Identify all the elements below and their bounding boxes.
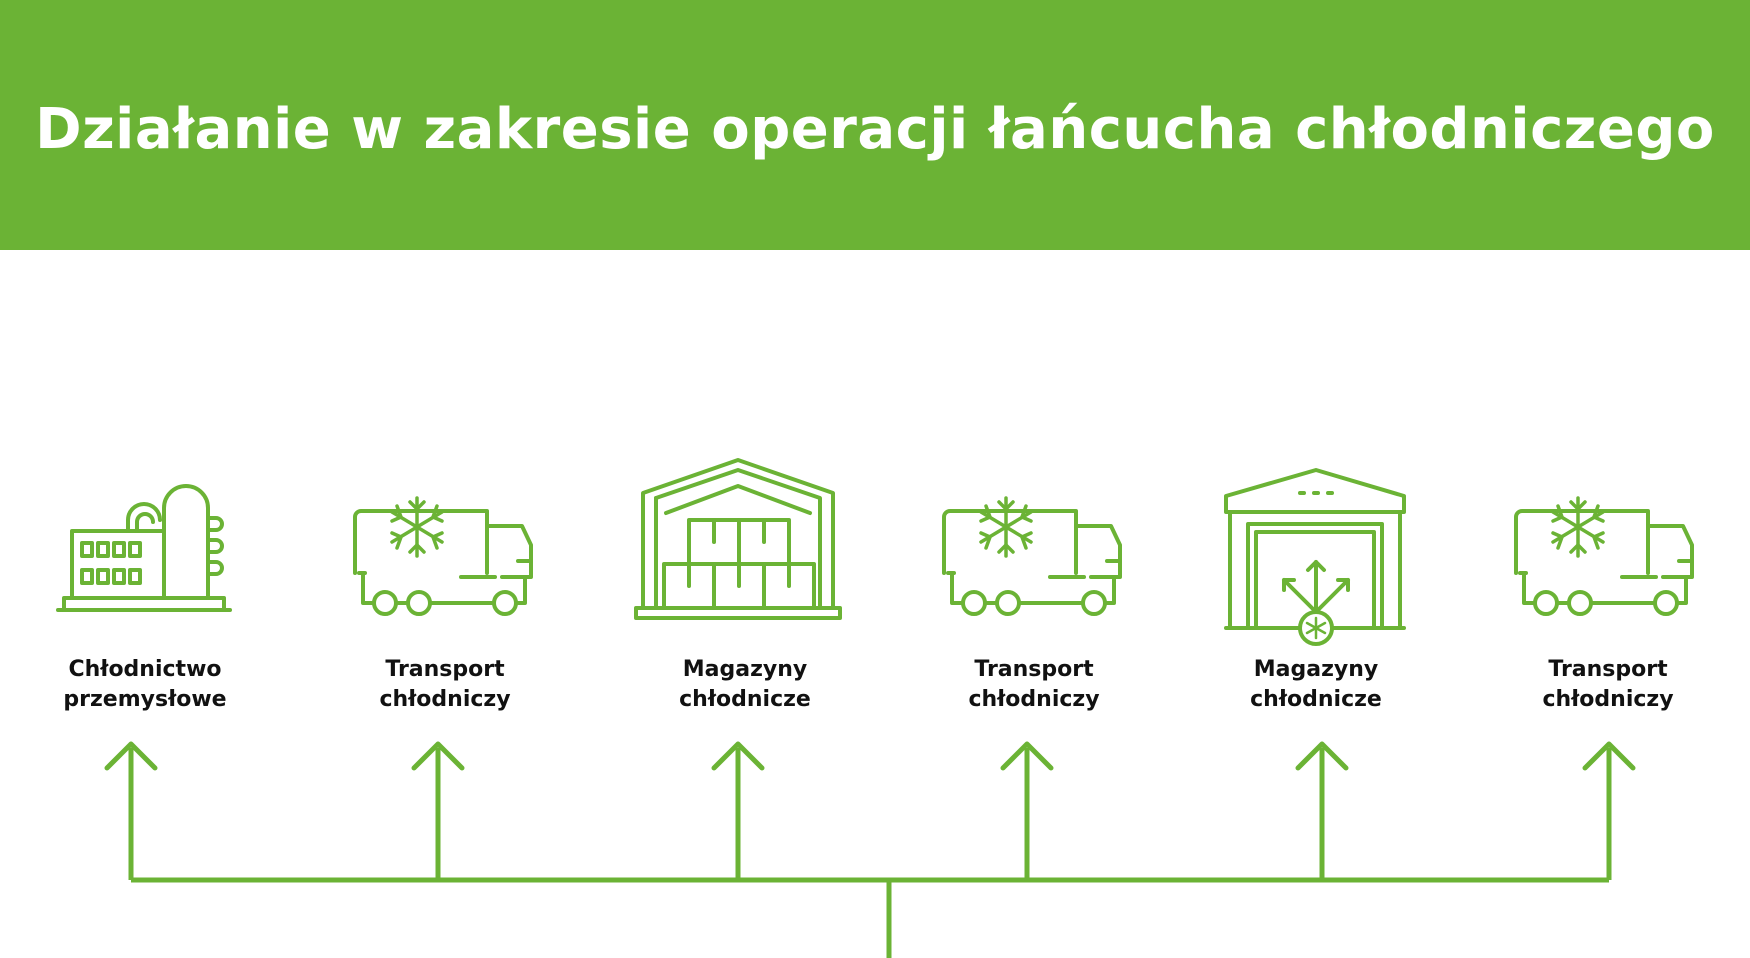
stage-label-line1: Magazyny: [1253, 657, 1379, 682]
stage-label-line1: Transport: [1548, 657, 1668, 682]
stage-label-2: Transport chłodniczy: [315, 655, 575, 715]
stage-label-line1: Chłodnictwo: [68, 657, 222, 682]
up-arrow-4: [1000, 741, 1054, 880]
stage-label-line2: przemysłowe: [63, 687, 227, 712]
stage-label-6: Transport chłodniczy: [1478, 655, 1738, 715]
industrial-plant-icon: [56, 484, 232, 612]
up-arrow-2: [411, 741, 465, 880]
refrigerated-truck-icon: [942, 496, 1122, 616]
stage-label-line1: Magazyny: [682, 657, 808, 682]
header-banner: Działanie w zakresie operacji łańcucha c…: [0, 0, 1750, 250]
up-arrow-5: [1295, 741, 1349, 880]
stage-label-line1: Transport: [974, 657, 1094, 682]
stage-label-line2: chłodniczy: [1542, 687, 1674, 712]
stage-label-line2: chłodnicze: [679, 687, 811, 712]
stage-label-line2: chłodnicze: [1250, 687, 1382, 712]
up-arrow-3: [711, 741, 765, 880]
stage-label-4: Transport chłodniczy: [904, 655, 1164, 715]
stage-label-line2: chłodniczy: [968, 687, 1100, 712]
up-arrow-1: [104, 741, 158, 880]
stage-label-line2: chłodniczy: [379, 687, 511, 712]
cold-warehouse-icon: [634, 458, 842, 620]
page-title: Działanie w zakresie operacji łańcucha c…: [35, 97, 1715, 162]
stage-label-line1: Transport: [385, 657, 505, 682]
stage-label-1: Chłodnictwo przemysłowe: [15, 655, 275, 715]
stage-label-5: Magazyny chłodnicze: [1186, 655, 1446, 715]
refrigerated-truck-icon: [1514, 496, 1694, 616]
connector-tree: [104, 741, 1636, 958]
up-arrow-6: [1582, 741, 1636, 880]
stage-label-3: Magazyny chłodnicze: [615, 655, 875, 715]
distribution-warehouse-icon: [1224, 468, 1406, 646]
refrigerated-truck-icon: [353, 496, 533, 616]
